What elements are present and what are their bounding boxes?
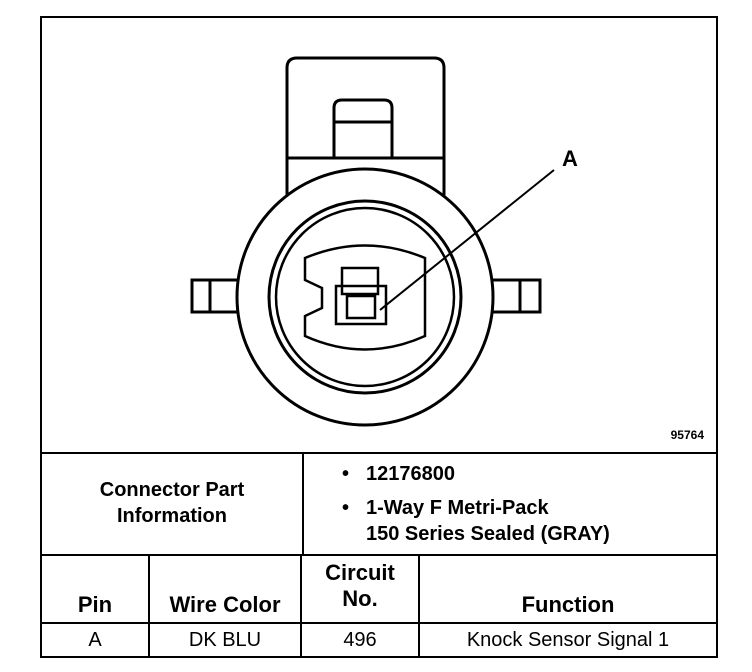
callout-leader-line: [379, 169, 555, 311]
bullet-1: •: [342, 463, 350, 485]
function-column: Function Knock Sensor Signal 1: [420, 554, 716, 656]
connector-diagram: A 95764: [42, 18, 716, 454]
pin-table: Pin A Wire Color DK BLU Circuit No. 496 …: [42, 554, 716, 656]
table-header-divider: [42, 622, 716, 624]
wire-color-cell: DK BLU: [188, 628, 262, 651]
function-header: Function: [521, 592, 615, 617]
connector-info-section: Connector Part Information • 12176800 • …: [42, 452, 716, 556]
circuit-header: Circuit No.: [302, 554, 418, 622]
connector-info-label-line2: Information: [117, 505, 227, 527]
connector-series: 150 Series Sealed (GRAY): [366, 523, 610, 545]
wire-color-column: Wire Color DK BLU: [150, 554, 302, 656]
connector-end-view-frame: A 95764 Connector Part Information • 121…: [40, 16, 718, 658]
connector-face-icon: [190, 56, 555, 427]
circuit-header-line1: Circuit: [325, 560, 395, 585]
figure-number: 95764: [670, 428, 704, 442]
connector-info-label: Connector Part Information: [42, 452, 304, 554]
pin-cell: A: [88, 628, 102, 651]
pin-column: Pin A: [42, 554, 150, 656]
bullet-2: •: [342, 497, 350, 519]
part-number: 12176800: [366, 463, 455, 485]
circuit-cell: 496: [343, 628, 377, 651]
circuit-header-line2: No.: [342, 586, 378, 611]
circuit-column: Circuit No. 496: [302, 554, 420, 656]
pin-header: Pin: [77, 592, 113, 617]
function-cell: Knock Sensor Signal 1: [466, 628, 670, 651]
wire-color-header: Wire Color: [169, 592, 281, 617]
connector-info-label-line1: Connector Part: [99, 479, 245, 501]
connector-type: 1-Way F Metri-Pack: [366, 497, 549, 519]
callout-label-a: A: [562, 146, 578, 171]
connector-info-details: • 12176800 • 1-Way F Metri-Pack 150 Seri…: [304, 452, 716, 554]
